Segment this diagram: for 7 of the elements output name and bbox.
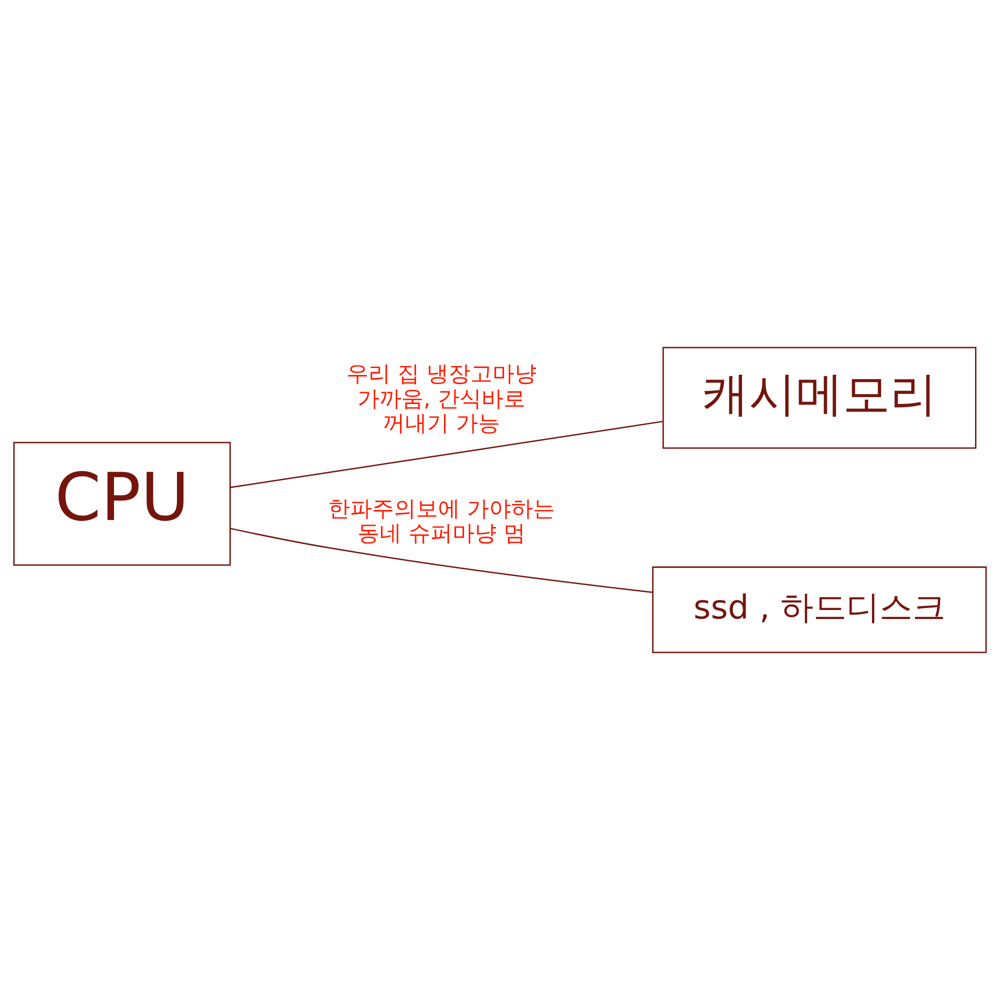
- node-box: CPU: [13, 442, 231, 566]
- edge-label: 한파주의보에 가야하는 동네 슈퍼마냥 멈: [328, 496, 555, 547]
- edge-label: 우리 집 냉장고마냥 가까움, 간식바로 꺼내기 가능: [346, 362, 536, 437]
- node-box: ssd , 하드디스크: [652, 566, 987, 654]
- node-box: 캐시메모리: [662, 346, 976, 449]
- connector: [230, 420, 663, 488]
- connector: [230, 528, 652, 594]
